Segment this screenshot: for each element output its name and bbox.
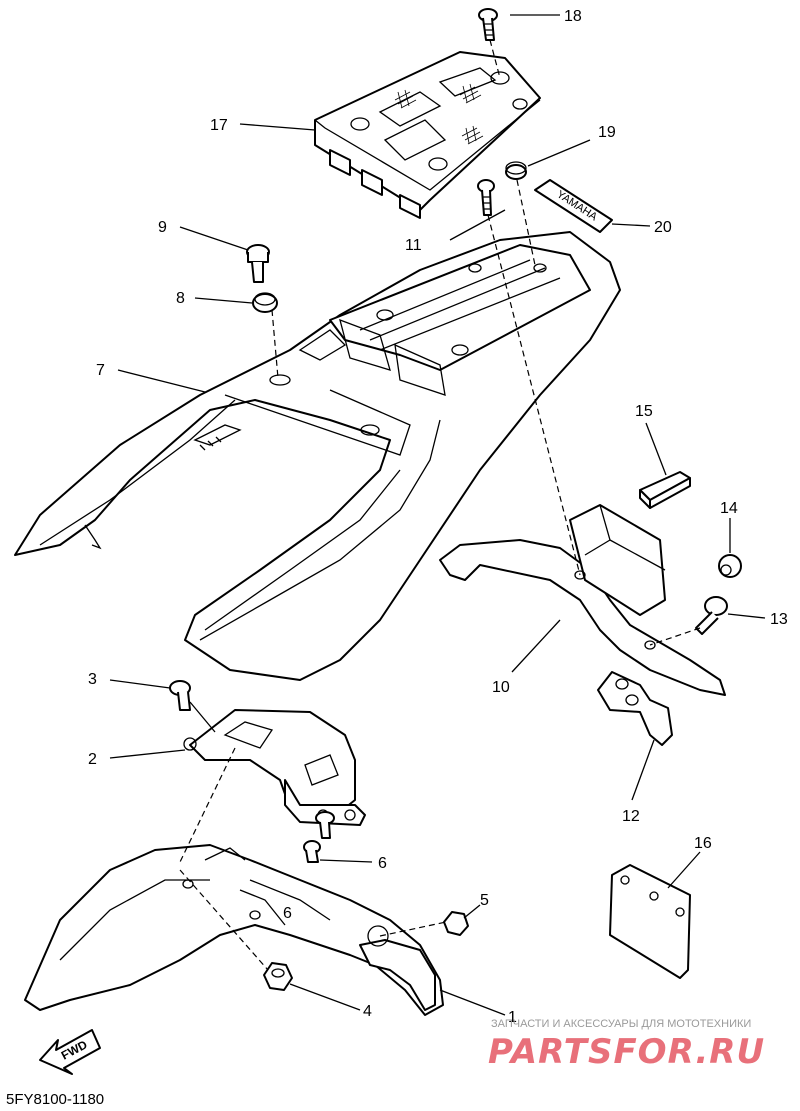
- callout-17: 17: [210, 117, 228, 134]
- tail-bracket-part-10: [439, 504, 726, 696]
- front-fender-part-1: 6: [24, 844, 444, 1016]
- bolt-part-13: [695, 596, 728, 635]
- nut-part-4: [263, 962, 293, 991]
- callout-5: 5: [480, 892, 489, 909]
- nut-part-5: [443, 911, 469, 936]
- callout-1: 1: [508, 1009, 517, 1026]
- grommet-part-19: [505, 161, 527, 180]
- callout-labels: 18 17 19 20 9 11 8 7 15 14 13 10 3 2 12 …: [88, 8, 788, 1026]
- bolt-part-9: [246, 244, 270, 283]
- grommet-part-8: [252, 292, 278, 313]
- rear-carrier-part-17: [314, 51, 541, 219]
- callout-6: 6: [378, 855, 387, 872]
- callout-8: 8: [176, 290, 185, 307]
- bolt-part-18: [478, 8, 498, 41]
- watermark-logo: PARTSFOR.RU: [488, 1032, 765, 1072]
- yamaha-decal-part-20: YAMAHA: [534, 179, 613, 233]
- fwd-arrow-icon: FWD: [39, 1029, 101, 1075]
- bracket-part-12: [597, 671, 673, 746]
- callout-15: 15: [635, 403, 653, 420]
- diagram-code: 5FY8100-1180: [6, 1091, 104, 1108]
- fender-mark-text: 6: [283, 905, 292, 922]
- callout-12: 12: [622, 808, 640, 825]
- bolt-part-6: [303, 811, 335, 863]
- callout-3: 3: [88, 671, 97, 688]
- assembly-lines: [179, 39, 701, 971]
- callout-2: 2: [88, 751, 97, 768]
- callout-7: 7: [96, 362, 105, 379]
- callout-20: 20: [654, 219, 672, 236]
- bolt-part-3: [169, 680, 191, 711]
- reflector-part-15: [639, 471, 691, 509]
- leader-lines: [109, 14, 766, 1016]
- callout-4: 4: [363, 1003, 372, 1020]
- nut-part-14: [718, 554, 742, 578]
- license-plate-part-16: [609, 864, 691, 979]
- bolt-part-11: [477, 179, 495, 216]
- callout-10: 10: [492, 679, 510, 696]
- watermark: ЗАПЧАСТИ И АКСЕССУАРЫ ДЛЯ МОТОТЕХНИКИ PA…: [488, 1018, 765, 1072]
- callout-19: 19: [598, 124, 616, 141]
- callout-9: 9: [158, 219, 167, 236]
- watermark-tagline: ЗАПЧАСТИ И АКСЕССУАРЫ ДЛЯ МОТОТЕХНИКИ: [491, 1018, 751, 1030]
- rear-fender-part-7: [14, 231, 621, 681]
- callout-13: 13: [770, 611, 788, 628]
- callout-11: 11: [405, 237, 422, 254]
- fender-stay-part-2: [183, 709, 366, 826]
- callout-14: 14: [720, 500, 738, 517]
- callout-18: 18: [564, 8, 582, 25]
- callout-16: 16: [694, 835, 712, 852]
